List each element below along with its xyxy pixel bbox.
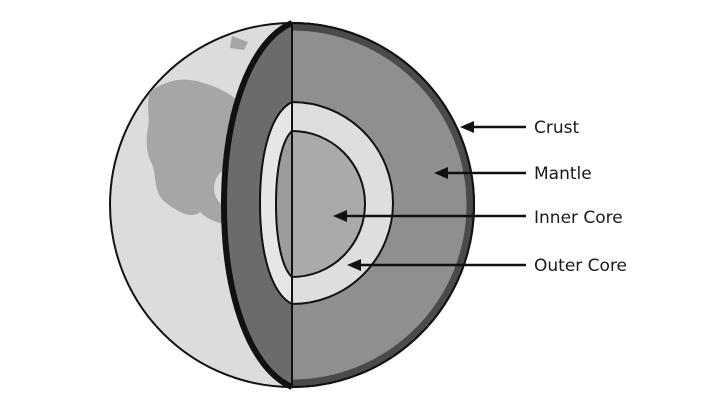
inner-core-layer — [274, 128, 366, 280]
inner-core-side — [274, 128, 293, 280]
crust-outline — [291, 22, 475, 388]
crust-layer — [291, 23, 474, 387]
inner-core-label: Inner Core — [534, 208, 623, 228]
outer-core-label: Outer Core — [534, 256, 627, 276]
mantle-arrow — [434, 167, 526, 179]
inner-core-front — [291, 129, 366, 279]
inner-core-arrow — [333, 210, 526, 222]
outer-core-arrow — [347, 259, 526, 271]
crust-cut-edge — [220, 20, 294, 390]
mantle-label: Mantle — [534, 164, 592, 184]
earth-globe — [109, 20, 475, 390]
crust-label: Crust — [534, 118, 579, 138]
label-arrows — [333, 121, 526, 271]
continent-landmass — [146, 36, 250, 225]
crust-arrow — [460, 121, 526, 133]
